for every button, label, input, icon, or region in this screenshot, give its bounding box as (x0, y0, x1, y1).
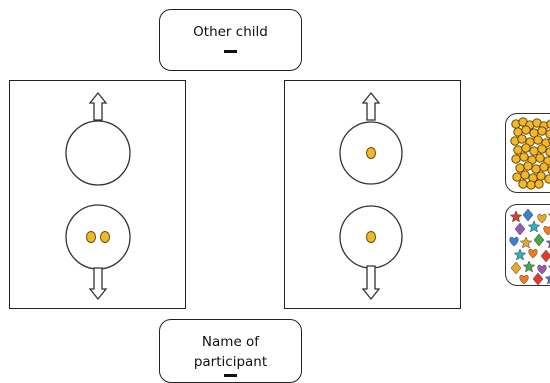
right-up-arrow-icon (361, 91, 381, 121)
other-child-label-box: Other child (159, 9, 302, 71)
left-down-arrow-icon (88, 267, 108, 301)
left-up-arrow-icon (88, 91, 108, 121)
gold-coins-icon (510, 117, 550, 190)
left-lower-plate (65, 204, 131, 270)
coins-card (505, 113, 550, 193)
left-upper-plate (65, 120, 131, 186)
participant-label-line1: Name of (201, 334, 260, 350)
other-child-name-blank (224, 50, 237, 53)
participant-name-blank (224, 374, 237, 377)
other-child-label: Other child (193, 24, 268, 40)
stickers-icon (509, 208, 550, 285)
left-lower-token (86, 231, 96, 243)
participant-label-line2: participant (193, 354, 268, 370)
right-down-arrow-icon (361, 265, 381, 301)
right-upper-token (366, 147, 376, 159)
stickers-card (505, 204, 550, 286)
right-lower-token (366, 231, 376, 243)
left-lower-token (100, 231, 110, 243)
